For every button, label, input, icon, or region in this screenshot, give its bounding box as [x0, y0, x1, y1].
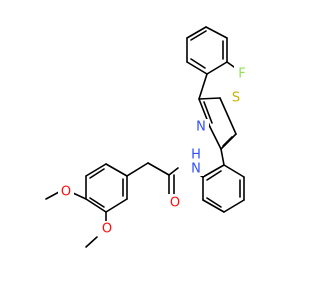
- fluorine-atom-label: F: [238, 67, 245, 82]
- dimethoxyphenyl-ring: [85, 163, 128, 213]
- aryl-o-bond-1: [72, 192, 87, 200]
- aryl-thiazole-bond: [198, 73, 208, 100]
- structure-canvas: F S N H N O O O: [45, 26, 246, 248]
- o-methyl-bond-2: [85, 236, 98, 248]
- carbonyl-ch2-bond: [147, 162, 170, 176]
- sulfur-atom-label: S: [232, 91, 240, 106]
- molecule-structure: F S N H N O O O: [45, 26, 246, 248]
- aniline-ring: [202, 164, 245, 213]
- o-methyl-bond-1: [45, 191, 60, 200]
- amide-nitrogen-label: N: [191, 162, 201, 177]
- methoxy-oxygen-label-1: O: [61, 185, 71, 200]
- fluorophenyl-ring: [186, 26, 228, 75]
- amide-hydrogen-label: H: [191, 148, 201, 163]
- methoxy-oxygen-label-2: O: [102, 222, 112, 237]
- thiazole-nitrogen-label: N: [196, 120, 206, 135]
- ch2-aryl-bond: [126, 162, 149, 177]
- carbonyl-oxygen-label: O: [170, 196, 180, 211]
- thiazole-aryl-bond: [220, 148, 225, 166]
- nh-carbonyl-bond: [168, 167, 179, 176]
